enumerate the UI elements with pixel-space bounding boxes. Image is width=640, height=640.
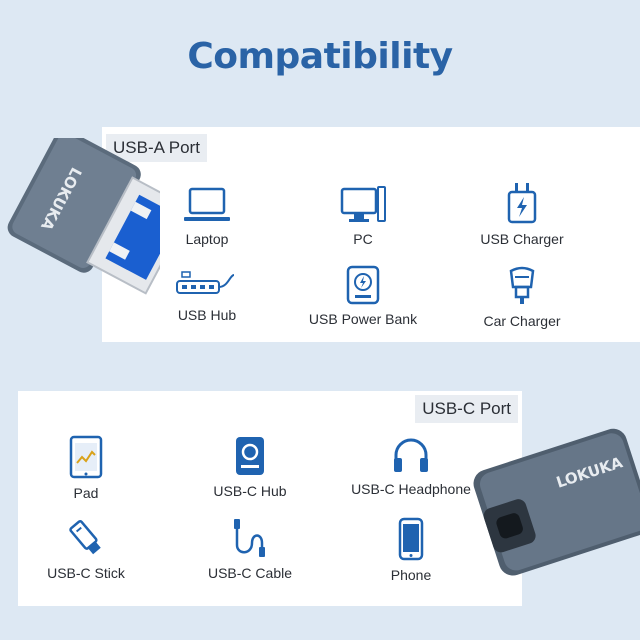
drive-icon <box>236 437 264 475</box>
device-usb-hub: USB Hub <box>132 269 282 323</box>
device-usb-c-hub: USB-C Hub <box>175 435 325 499</box>
device-car-charger: Car Charger <box>447 265 597 329</box>
usb-a-panel: USB-A Port Laptop PC USB Charger <box>102 127 640 342</box>
device-usb-c-cable: USB-C Cable <box>175 517 325 581</box>
device-label: USB Power Bank <box>308 311 418 327</box>
usb-c-adapter-image: LOKUKA <box>473 428 640 576</box>
device-power-bank: USB Power Bank <box>288 265 438 327</box>
device-label: USB Charger <box>480 231 564 247</box>
laptop-icon <box>184 187 230 221</box>
device-label: Pad <box>73 485 99 501</box>
usb-stick-icon <box>69 520 101 555</box>
phone-icon <box>398 517 424 561</box>
usb-a-port-label: USB-A Port <box>106 134 207 162</box>
usb-c-port-label: USB-C Port <box>415 395 518 423</box>
device-usb-c-headphone: USB-C Headphone <box>336 435 486 497</box>
device-usb-c-stick: USB-C Stick <box>11 517 161 581</box>
device-label: Laptop <box>185 231 229 247</box>
tablet-icon <box>69 435 103 479</box>
usb-a-adapter-image: LOKUKA <box>7 138 160 295</box>
hub-icon <box>176 271 235 294</box>
usb-c-panel: USB-C Port Pad USB-C Hub USB-C Headphone <box>18 391 522 606</box>
device-phone: Phone <box>336 517 486 583</box>
power-bank-icon <box>346 265 380 305</box>
device-label: PC <box>353 231 373 247</box>
headphone-icon <box>394 438 428 472</box>
pc-icon <box>340 186 386 222</box>
device-label: USB-C Stick <box>47 565 125 581</box>
device-pad: Pad <box>11 435 161 501</box>
device-label: Phone <box>390 567 432 583</box>
device-pc: PC <box>288 185 438 247</box>
page-title: Compatibility <box>187 36 453 77</box>
charger-icon <box>507 183 537 224</box>
device-usb-charger: USB Charger <box>447 181 597 247</box>
device-label: USB-C Hub <box>213 483 287 499</box>
device-label: Car Charger <box>483 313 561 329</box>
device-label: USB-C Cable <box>207 565 293 581</box>
device-label: USB-C Headphone <box>351 481 471 497</box>
car-charger-icon <box>509 266 535 304</box>
cable-icon <box>234 519 265 557</box>
device-label: USB Hub <box>177 307 237 323</box>
device-laptop: Laptop <box>132 185 282 247</box>
